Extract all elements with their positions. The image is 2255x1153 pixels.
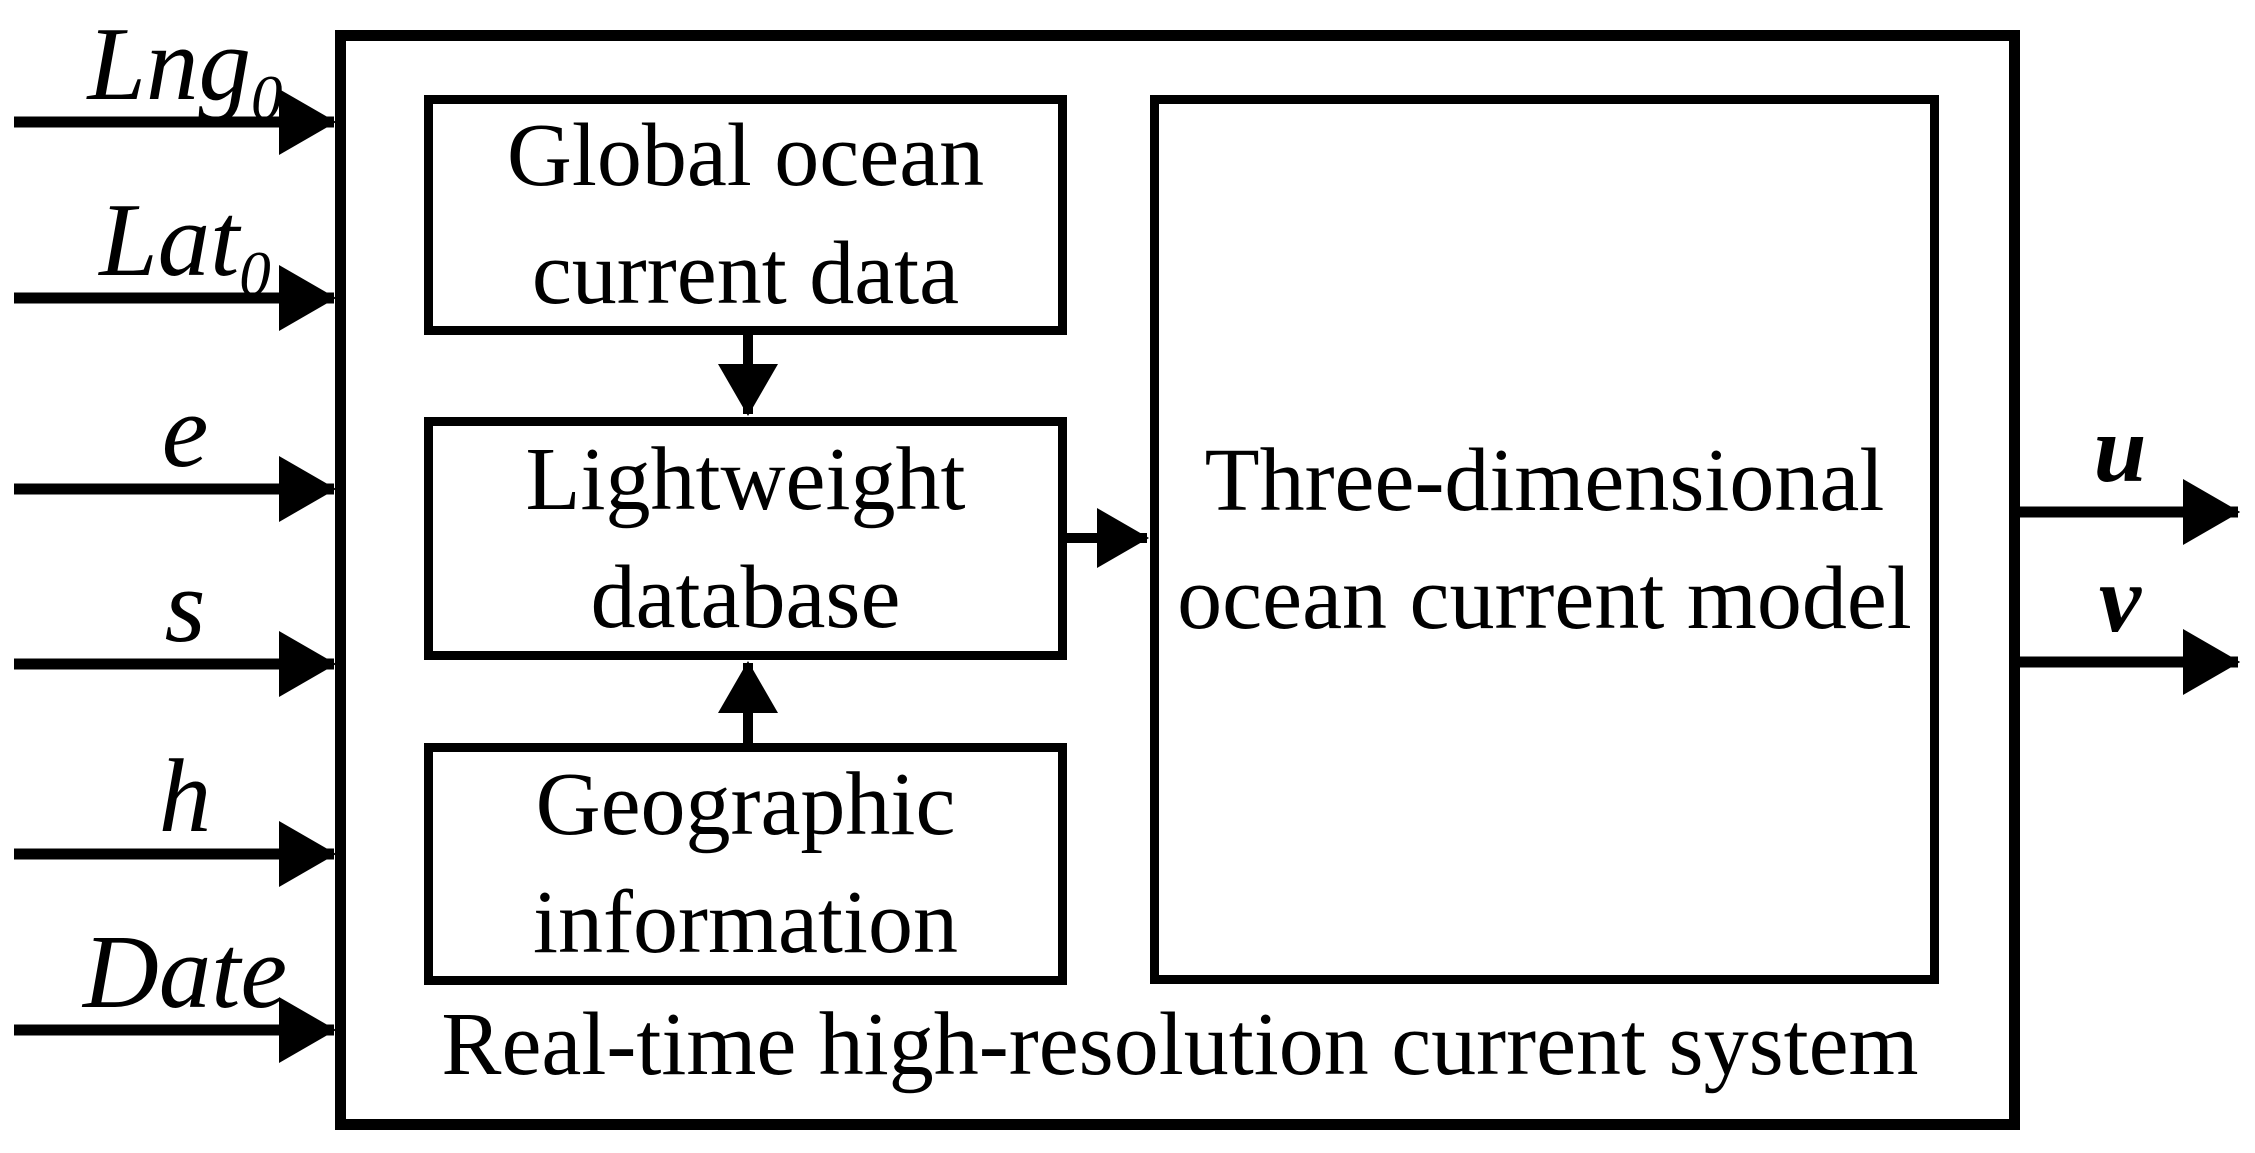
input-var-e: e	[161, 372, 209, 489]
global-ocean-current-data-label: Global ocean current data	[506, 106, 985, 323]
output-var-v: v	[2098, 546, 2142, 652]
input-sub-lat0: 0	[239, 239, 271, 309]
input-var-lat0: Lat	[99, 181, 240, 298]
input-sub-lng0: 0	[250, 63, 283, 133]
lightweight-database-label: Lightweight database	[525, 429, 966, 647]
input-label-h: h	[0, 743, 370, 848]
input-label-date: Date	[0, 919, 370, 1024]
input-label-s: s	[0, 553, 370, 658]
input-label-e: e	[0, 378, 370, 483]
ocean-current-model-box: Three-dimensional ocean current model	[1150, 95, 1939, 984]
global-ocean-current-data-box: Global ocean current data	[424, 95, 1067, 335]
lightweight-database-box: Lightweight database	[424, 417, 1067, 660]
input-var-date: Date	[82, 913, 288, 1030]
input-var-h: h	[158, 737, 212, 854]
geographic-information-label: Geographic information	[533, 755, 958, 972]
output-label-u: u	[2010, 402, 2230, 497]
input-label-lng0: Lng0	[0, 11, 370, 130]
system-title: Real-time high-resolution current system	[441, 995, 1919, 1094]
system-boundary-box	[335, 30, 2020, 1130]
output-label-v: v	[2010, 552, 2230, 647]
input-var-lng0: Lng	[87, 5, 251, 122]
input-var-s: s	[164, 547, 206, 664]
output-var-u: u	[2093, 396, 2147, 502]
geographic-information-box: Geographic information	[424, 743, 1067, 985]
ocean-current-model-label: Three-dimensional ocean current model	[1177, 430, 1912, 648]
input-label-lat0: Lat0	[0, 187, 370, 306]
